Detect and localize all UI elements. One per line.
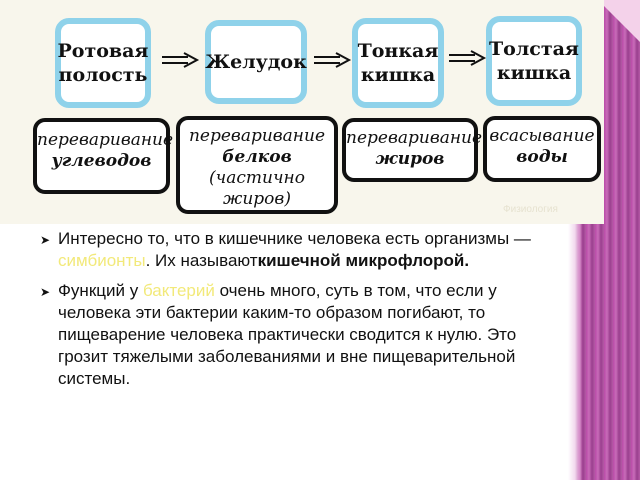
stage-label: Тонкая кишка	[357, 40, 439, 86]
highlight-term: симбионты	[58, 251, 146, 270]
list-item: ➤ Интересно то, что в кишечнике человека…	[40, 229, 531, 270]
note-bold: жиров	[375, 149, 445, 169]
note-small-intestine: переваривание жиров	[342, 118, 483, 182]
bullet-list: ➤ Интересно то, что в кишечнике человека…	[40, 228, 560, 398]
note-stomach: переваривание белков (частично жиров)	[176, 116, 338, 214]
note-rest: (частично	[209, 168, 305, 188]
note-line: переваривание	[37, 130, 174, 150]
note-large-intestine: всасывание воды	[483, 116, 601, 182]
bullet-icon: ➤	[40, 233, 51, 247]
note-line: переваривание	[188, 126, 326, 146]
stage-label: Желудок	[205, 51, 307, 73]
note-line: всасывание	[489, 126, 595, 146]
note-line: жиров)	[223, 189, 291, 209]
bold-term: кишечной микрофлорой.	[257, 251, 470, 270]
note-bold: углеводов	[51, 151, 152, 171]
page-fold-corner	[598, 0, 640, 42]
bullet-icon: ➤	[40, 285, 51, 299]
note-line: переваривание	[346, 128, 483, 148]
stage-large-intestine: Толстая кишка	[486, 16, 582, 106]
list-item: ➤ Функций у бактерий очень много, суть в…	[40, 281, 517, 388]
stage-mouth: Ротовая полость	[55, 18, 151, 108]
highlight-term: бактерий	[142, 281, 215, 300]
digestion-diagram: Ротовая полость Желудок Тонкая кишка Тол…	[0, 0, 604, 224]
arrow-right-icon	[314, 52, 352, 68]
stage-small-intestine: Тонкая кишка	[352, 18, 444, 108]
watermark-credit: Физиология	[503, 204, 558, 215]
note-mouth: переваривание углеводов	[33, 118, 174, 194]
note-bold: воды	[516, 147, 568, 167]
stage-label: Ротовая полость	[57, 40, 149, 86]
stage-label: Толстая кишка	[489, 38, 579, 84]
stage-stomach: Желудок	[205, 20, 307, 104]
arrow-right-icon	[449, 50, 487, 66]
note-bold: белков	[222, 147, 292, 167]
arrow-right-icon	[162, 52, 200, 68]
